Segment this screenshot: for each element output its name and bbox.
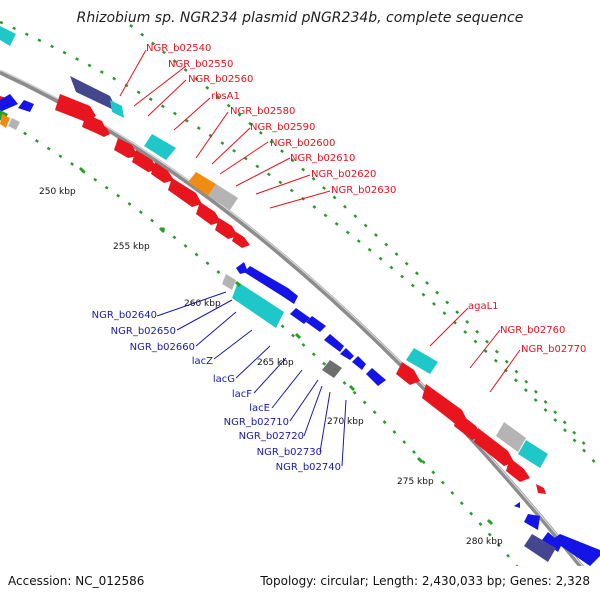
feature-grey-3 (496, 422, 526, 452)
feature-grey-1 (208, 184, 238, 210)
label-lace: lacE (249, 403, 270, 414)
topology-summary: Topology: circular; Length: 2,430,033 bp… (259, 574, 590, 588)
feature-blocks (0, 26, 556, 562)
feature-dark-2 (524, 534, 556, 562)
accession-text: Accession: NC_012586 (8, 574, 144, 588)
tick-label-265: 265 kbp (257, 358, 294, 368)
forward-labels: NGR_b02540 NGR_b02550 NGR_b02560 rbsA1 N… (146, 43, 586, 355)
gene-ngr-b02630 (232, 232, 250, 248)
tick-label-255: 255 kbp (113, 242, 150, 252)
label-ngr-b02660: NGR_b02660 (130, 342, 195, 353)
tick-label-275: 275 kbp (397, 477, 434, 487)
scale-tick-labels: 250 kbp 255 kbp 260 kbp 265 kbp 270 kbp … (39, 187, 503, 547)
feature-cyan-5 (518, 440, 548, 468)
gene-red-5 (506, 458, 530, 482)
reverse-strand-genes (0, 94, 600, 598)
label-ngr-b02730: NGR_b02730 (257, 447, 322, 458)
scale-tick-marks (78, 166, 494, 526)
gene-red-6 (536, 484, 546, 494)
inner-dotted-ring (0, 116, 546, 600)
feature-cyan-1 (110, 100, 124, 118)
label-ngr-b02760: NGR_b02760 (500, 325, 565, 336)
gene-ngr-b02600 (168, 178, 202, 207)
feature-orange-2 (0, 114, 10, 128)
gene-ngr-b02580 (132, 150, 158, 172)
gene-ngr-b02590 (151, 162, 174, 183)
label-ngr-b02770: NGR_b02770 (521, 344, 586, 355)
gene-agal1 (396, 362, 420, 385)
label-ngr-b02550: NGR_b02550 (168, 59, 233, 70)
feature-cyan-3 (232, 282, 284, 328)
label-rbsa1: rbsA1 (211, 91, 240, 102)
feature-grey-2 (222, 274, 236, 290)
tick-label-270: 270 kbp (327, 417, 364, 427)
gene-ngr-b02610 (196, 202, 221, 225)
mid-dotted-ring (129, 24, 591, 451)
feature-orange-1 (188, 172, 216, 196)
gene-ngr-b02650 (244, 266, 298, 304)
label-ngr-b02740: NGR_b02740 (276, 462, 341, 473)
label-agal1: agaL1 (468, 301, 499, 312)
label-ngr-b02620: NGR_b02620 (311, 169, 376, 180)
tick-label-250: 250 kbp (39, 187, 76, 197)
gene-blue-15 (18, 100, 34, 112)
gene-ngr-b02710 (366, 368, 386, 386)
forward-label-leaders (119, 49, 521, 393)
reverse-label-leaders (156, 291, 347, 467)
label-ngr-b02560: NGR_b02560 (188, 74, 253, 85)
reverse-labels: NGR_b02640 NGR_b02650 NGR_b02660 lacZ la… (92, 310, 341, 473)
gene-ngr-b02720 (514, 502, 520, 508)
map-title: Rhizobium sp. NGR234 plasmid pNGR234b, c… (77, 10, 524, 26)
label-lacg: lacG (213, 374, 235, 385)
label-ngr-b02710: NGR_b02710 (224, 417, 289, 428)
label-ngr-b02720: NGR_b02720 (239, 431, 304, 442)
feature-cyan-4 (406, 348, 438, 374)
gene-ngr-b02760 (422, 384, 468, 426)
label-ngr-b02630: NGR_b02630 (331, 185, 396, 196)
label-ngr-b02600: NGR_b02600 (270, 138, 335, 149)
gene-ngr-b02620 (215, 218, 238, 239)
label-ngr-b02610: NGR_b02610 (290, 153, 355, 164)
gene-blue-14 (0, 94, 18, 112)
gene-ngr-b02560 (96, 124, 110, 137)
gene-rbsa1 (114, 138, 138, 158)
label-lacf: lacF (232, 389, 252, 400)
tick-label-260: 260 kbp (184, 299, 221, 309)
label-ngr-b02650: NGR_b02650 (111, 326, 176, 337)
feature-darkgrey-1 (322, 360, 342, 378)
gene-lace (352, 356, 366, 370)
feature-grey-4 (8, 118, 20, 130)
gene-ngr-b02740 (552, 534, 600, 566)
outer-dotted-ring (0, 20, 600, 469)
gene-lacf (340, 348, 354, 360)
label-ngr-b02580: NGR_b02580 (230, 106, 295, 117)
gene-lacz (306, 316, 326, 332)
feature-cyan-6 (0, 26, 16, 46)
label-ngr-b02540: NGR_b02540 (146, 43, 211, 54)
forward-strand-genes (0, 94, 546, 494)
tick-label-280: 280 kbp (466, 537, 503, 547)
feature-cyan-2 (144, 134, 176, 160)
footer-backdrop (0, 566, 600, 600)
gene-blue-12 (542, 532, 562, 552)
gene-ngr-b02730 (524, 514, 540, 530)
label-ngr-b02590: NGR_b02590 (250, 122, 315, 133)
feature-dark-1 (70, 76, 118, 112)
gene-red-4 (474, 428, 514, 466)
label-ngr-b02640: NGR_b02640 (92, 310, 157, 321)
gene-ngr-b02660 (290, 308, 310, 324)
gene-lacg (324, 334, 344, 352)
label-lacz: lacZ (192, 356, 213, 367)
gene-ngr-b02770 (454, 412, 482, 440)
